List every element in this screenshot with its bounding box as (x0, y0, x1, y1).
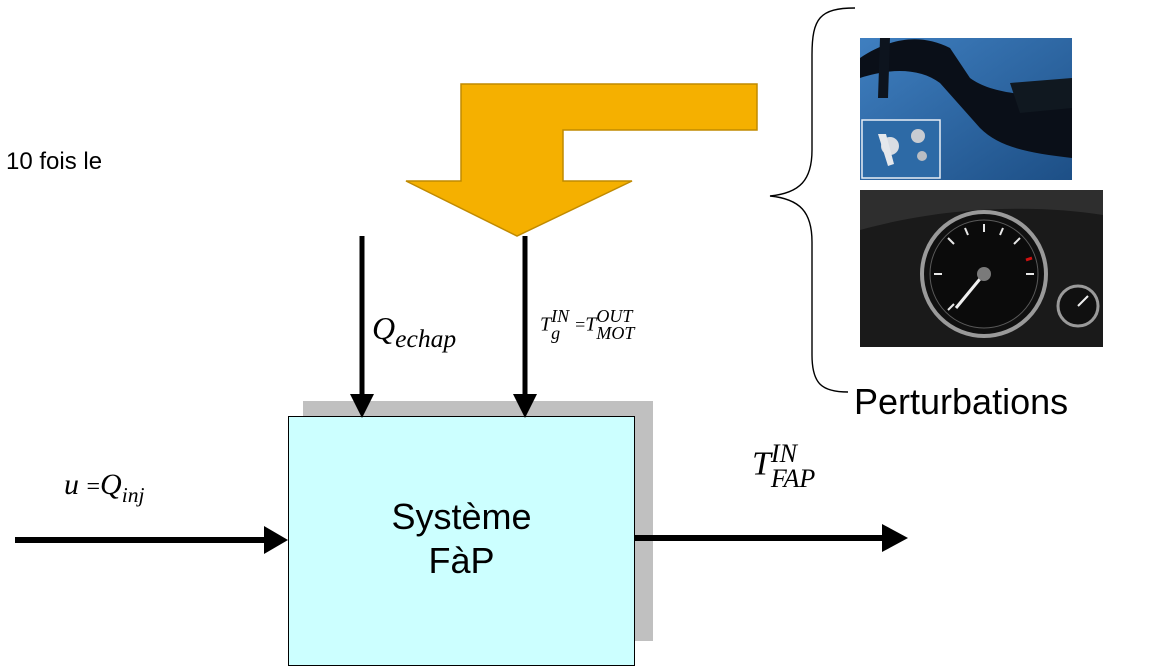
control-input-arrow (15, 526, 288, 554)
foot-pedal-photo (860, 38, 1072, 180)
intro-text: 10 fois le (6, 148, 103, 175)
system-box (288, 416, 635, 666)
control-input-label: u =Qinj (64, 468, 145, 507)
control-input-var: Q (100, 468, 122, 501)
temperature-rhs-var: T (585, 313, 597, 336)
control-input-sub: inj (121, 482, 145, 507)
temperature-rhs-sub: MOT (596, 323, 635, 344)
temperature-lhs-sub: g (551, 323, 561, 344)
perturbations-label: Perturbations (854, 381, 1069, 422)
system-label: Système FàP (288, 495, 635, 583)
exhaust-flow-label: Qechap (372, 310, 456, 353)
exhaust-flow-arrow (350, 236, 374, 418)
perturbation-arrow-shape (405, 83, 758, 237)
exhaust-flow-sub: echap (395, 323, 457, 353)
output-var: T (752, 445, 771, 483)
temperature-rhs-sup: OUT (596, 306, 633, 326)
temperature-lhs-sup: IN (551, 306, 570, 326)
control-input-eq: = (86, 474, 101, 500)
temperature-eq: = (575, 314, 586, 335)
temperature-lhs-var: T (540, 313, 552, 336)
tachometer-photo (860, 190, 1103, 347)
output-sub: FAP (770, 463, 816, 493)
output-sup: IN (770, 439, 797, 468)
system-label-line2: FàP (428, 540, 495, 581)
control-input-lhs: u (64, 468, 79, 501)
exhaust-flow-var: Q (372, 310, 396, 346)
output-arrow (635, 524, 908, 552)
temperature-arrow (513, 236, 537, 418)
system-label-line1: Système (391, 496, 532, 537)
